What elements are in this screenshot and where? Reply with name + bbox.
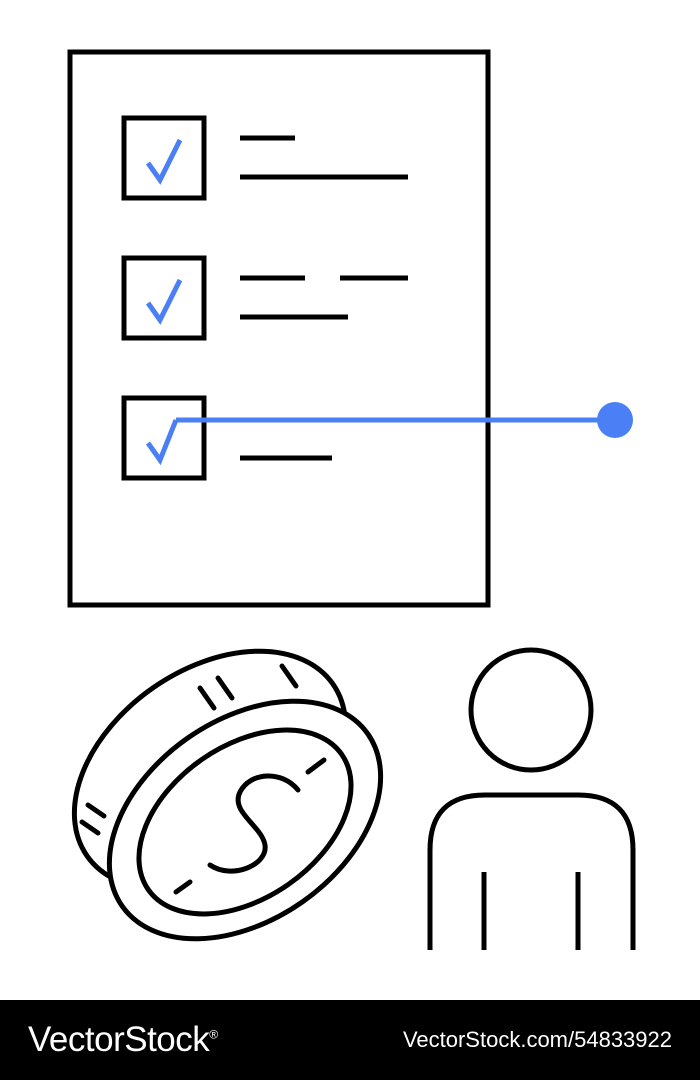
checkmark-icon bbox=[145, 278, 183, 325]
checkbox bbox=[121, 255, 207, 341]
person-body bbox=[427, 792, 636, 950]
illustration bbox=[67, 49, 636, 950]
coin-dollar-icon bbox=[71, 648, 384, 942]
watermark-footer: VectorStock® VectorStock.com/54833922 bbox=[0, 1000, 700, 1080]
checkmark-icon bbox=[145, 419, 179, 466]
person-head bbox=[468, 647, 594, 773]
connector-dot bbox=[597, 402, 633, 438]
dollar-sign-icon bbox=[207, 773, 301, 874]
coin-face-inner bbox=[136, 727, 354, 917]
person-icon bbox=[427, 647, 636, 950]
checkmark-icon bbox=[145, 138, 183, 185]
checklist-document-icon bbox=[67, 49, 491, 608]
checkbox bbox=[121, 395, 207, 481]
checklist-item bbox=[121, 255, 408, 341]
brand-logo: VectorStock® bbox=[28, 1020, 218, 1059]
checkbox bbox=[121, 115, 207, 201]
connector-line bbox=[176, 402, 633, 438]
checklist-item bbox=[121, 395, 332, 481]
checklist-item bbox=[121, 115, 408, 201]
coin-face-outer bbox=[106, 698, 384, 942]
stock-id: VectorStock.com/54833922 bbox=[402, 1027, 672, 1052]
